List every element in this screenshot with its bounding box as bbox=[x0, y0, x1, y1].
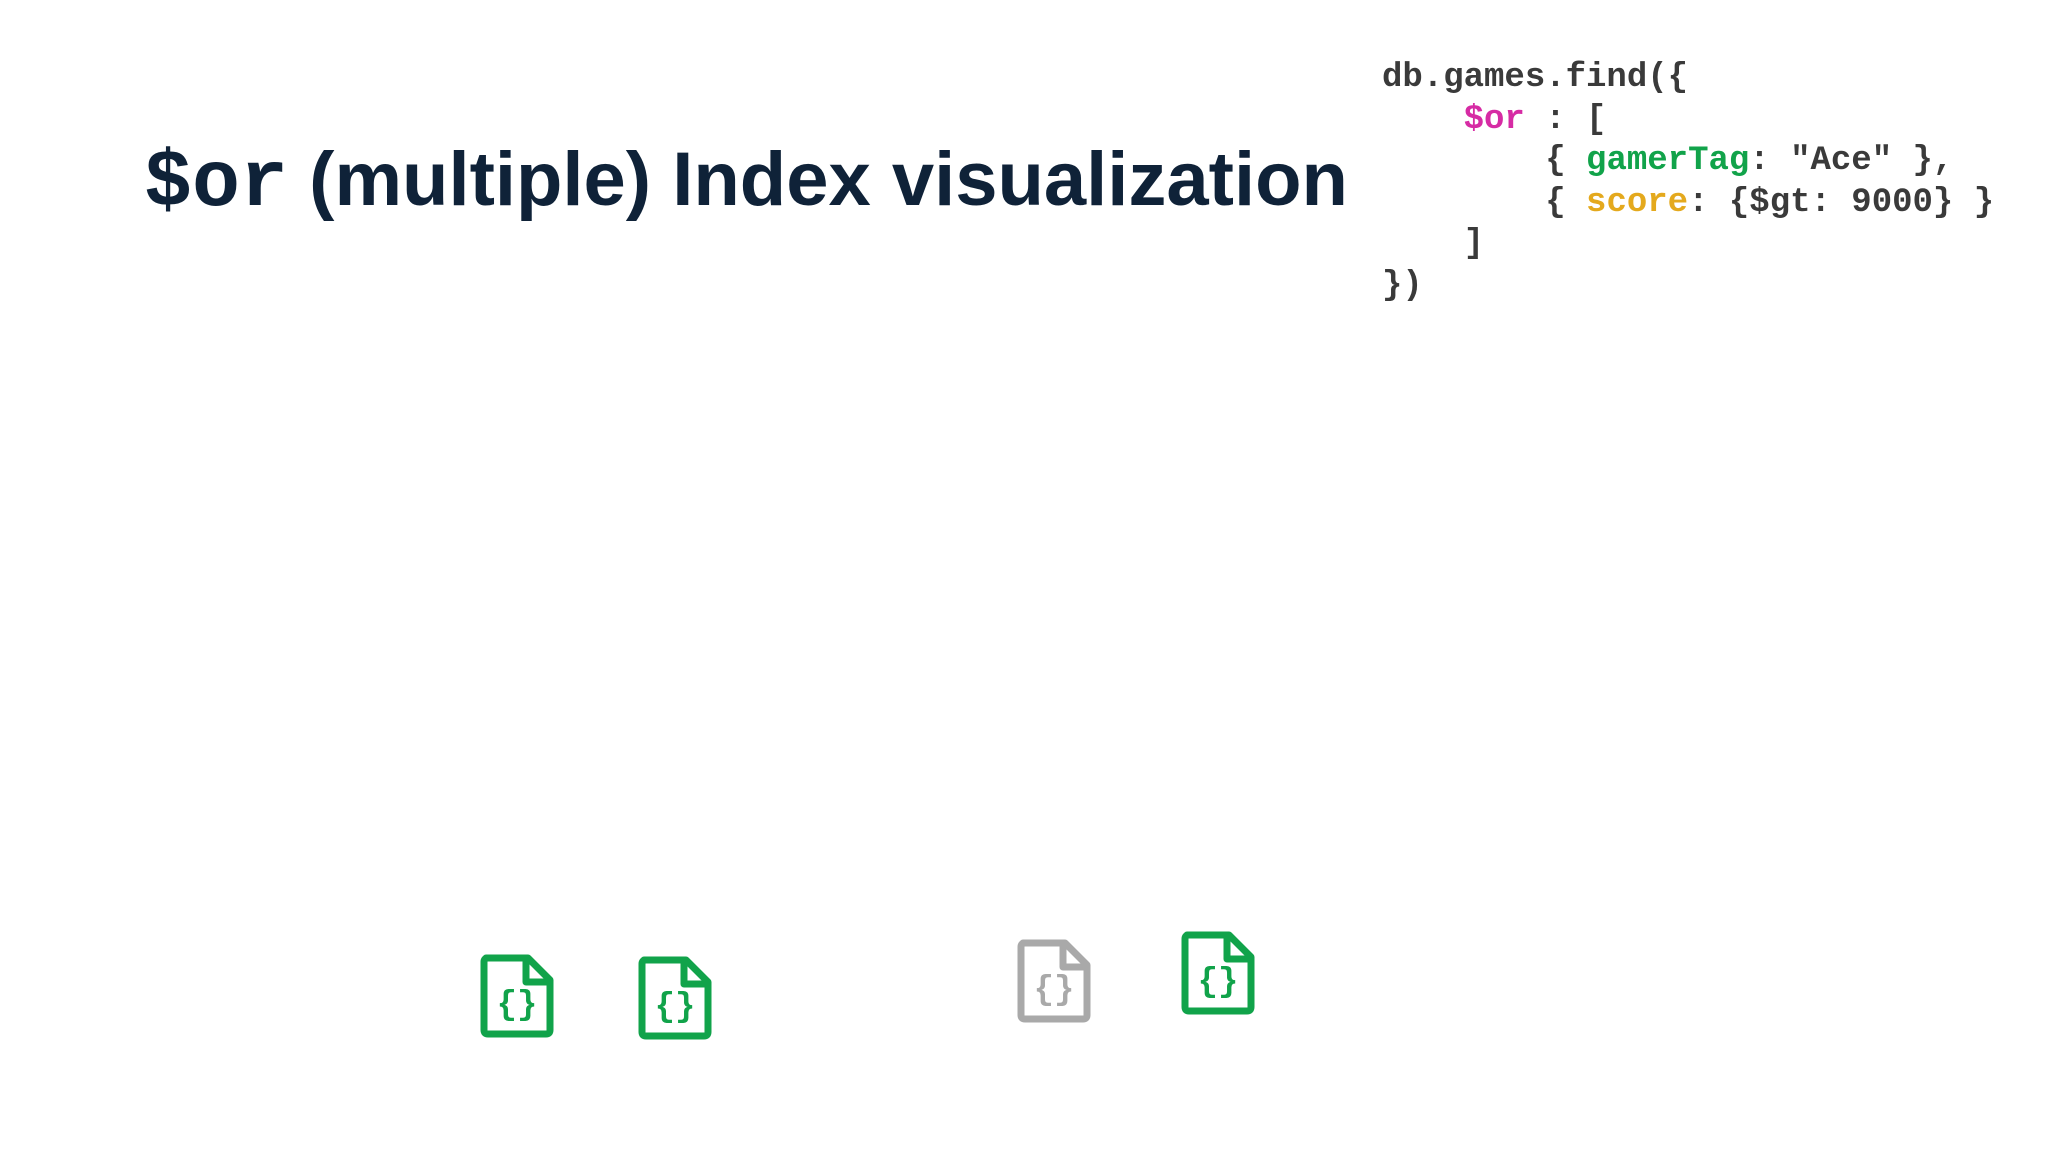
svg-text:{}: {} bbox=[1198, 964, 1239, 1002]
json-document-icon: {} bbox=[480, 954, 554, 1038]
json-document-icon-svg: {} bbox=[1017, 939, 1091, 1023]
json-document-icon-svg: {} bbox=[480, 954, 554, 1038]
score-key: score bbox=[1586, 183, 1689, 222]
code-line-6: }) bbox=[1382, 266, 1423, 305]
code-line-4: { score: {$gt: 9000} } bbox=[1382, 183, 1994, 225]
query-code-block: db.games.find({ $or : [ { gamerTag: "Ace… bbox=[1382, 58, 1994, 307]
code-line-1: db.games.find({ bbox=[1382, 59, 1689, 97]
title-text: (multiple) Index visualization bbox=[288, 137, 1348, 222]
code-line-5: ] bbox=[1382, 225, 1485, 263]
brace-open: { bbox=[1545, 142, 1587, 180]
code-line-3: { gamerTag: "Ace" }, bbox=[1382, 141, 1994, 183]
brace-open: { bbox=[1545, 183, 1587, 222]
gamertag-rest: : "Ace" }, bbox=[1749, 142, 1954, 180]
score-rest: : {$gt: 9000} } bbox=[1688, 183, 1995, 222]
or-rest: : [ bbox=[1524, 100, 1607, 139]
slide-title: $or (multiple) Index visualization bbox=[144, 132, 1348, 233]
json-document-icon-svg: {} bbox=[1181, 931, 1255, 1015]
code-indent bbox=[1382, 184, 1545, 222]
code-line-2: $or : [ bbox=[1382, 100, 1994, 142]
code-indent bbox=[1382, 142, 1545, 180]
title-operator: $or bbox=[144, 139, 289, 230]
json-document-icon-svg: {} bbox=[638, 956, 712, 1040]
svg-text:{}: {} bbox=[655, 989, 696, 1027]
json-document-icon-nonmatching: {} bbox=[1017, 939, 1091, 1023]
json-document-icon: {} bbox=[638, 956, 712, 1040]
gamertag-key: gamerTag bbox=[1586, 142, 1750, 180]
json-document-icon: {} bbox=[1181, 931, 1255, 1015]
code-indent bbox=[1382, 101, 1464, 139]
or-operator: $or bbox=[1463, 100, 1525, 139]
svg-text:{}: {} bbox=[497, 987, 538, 1025]
svg-text:{}: {} bbox=[1034, 972, 1075, 1010]
